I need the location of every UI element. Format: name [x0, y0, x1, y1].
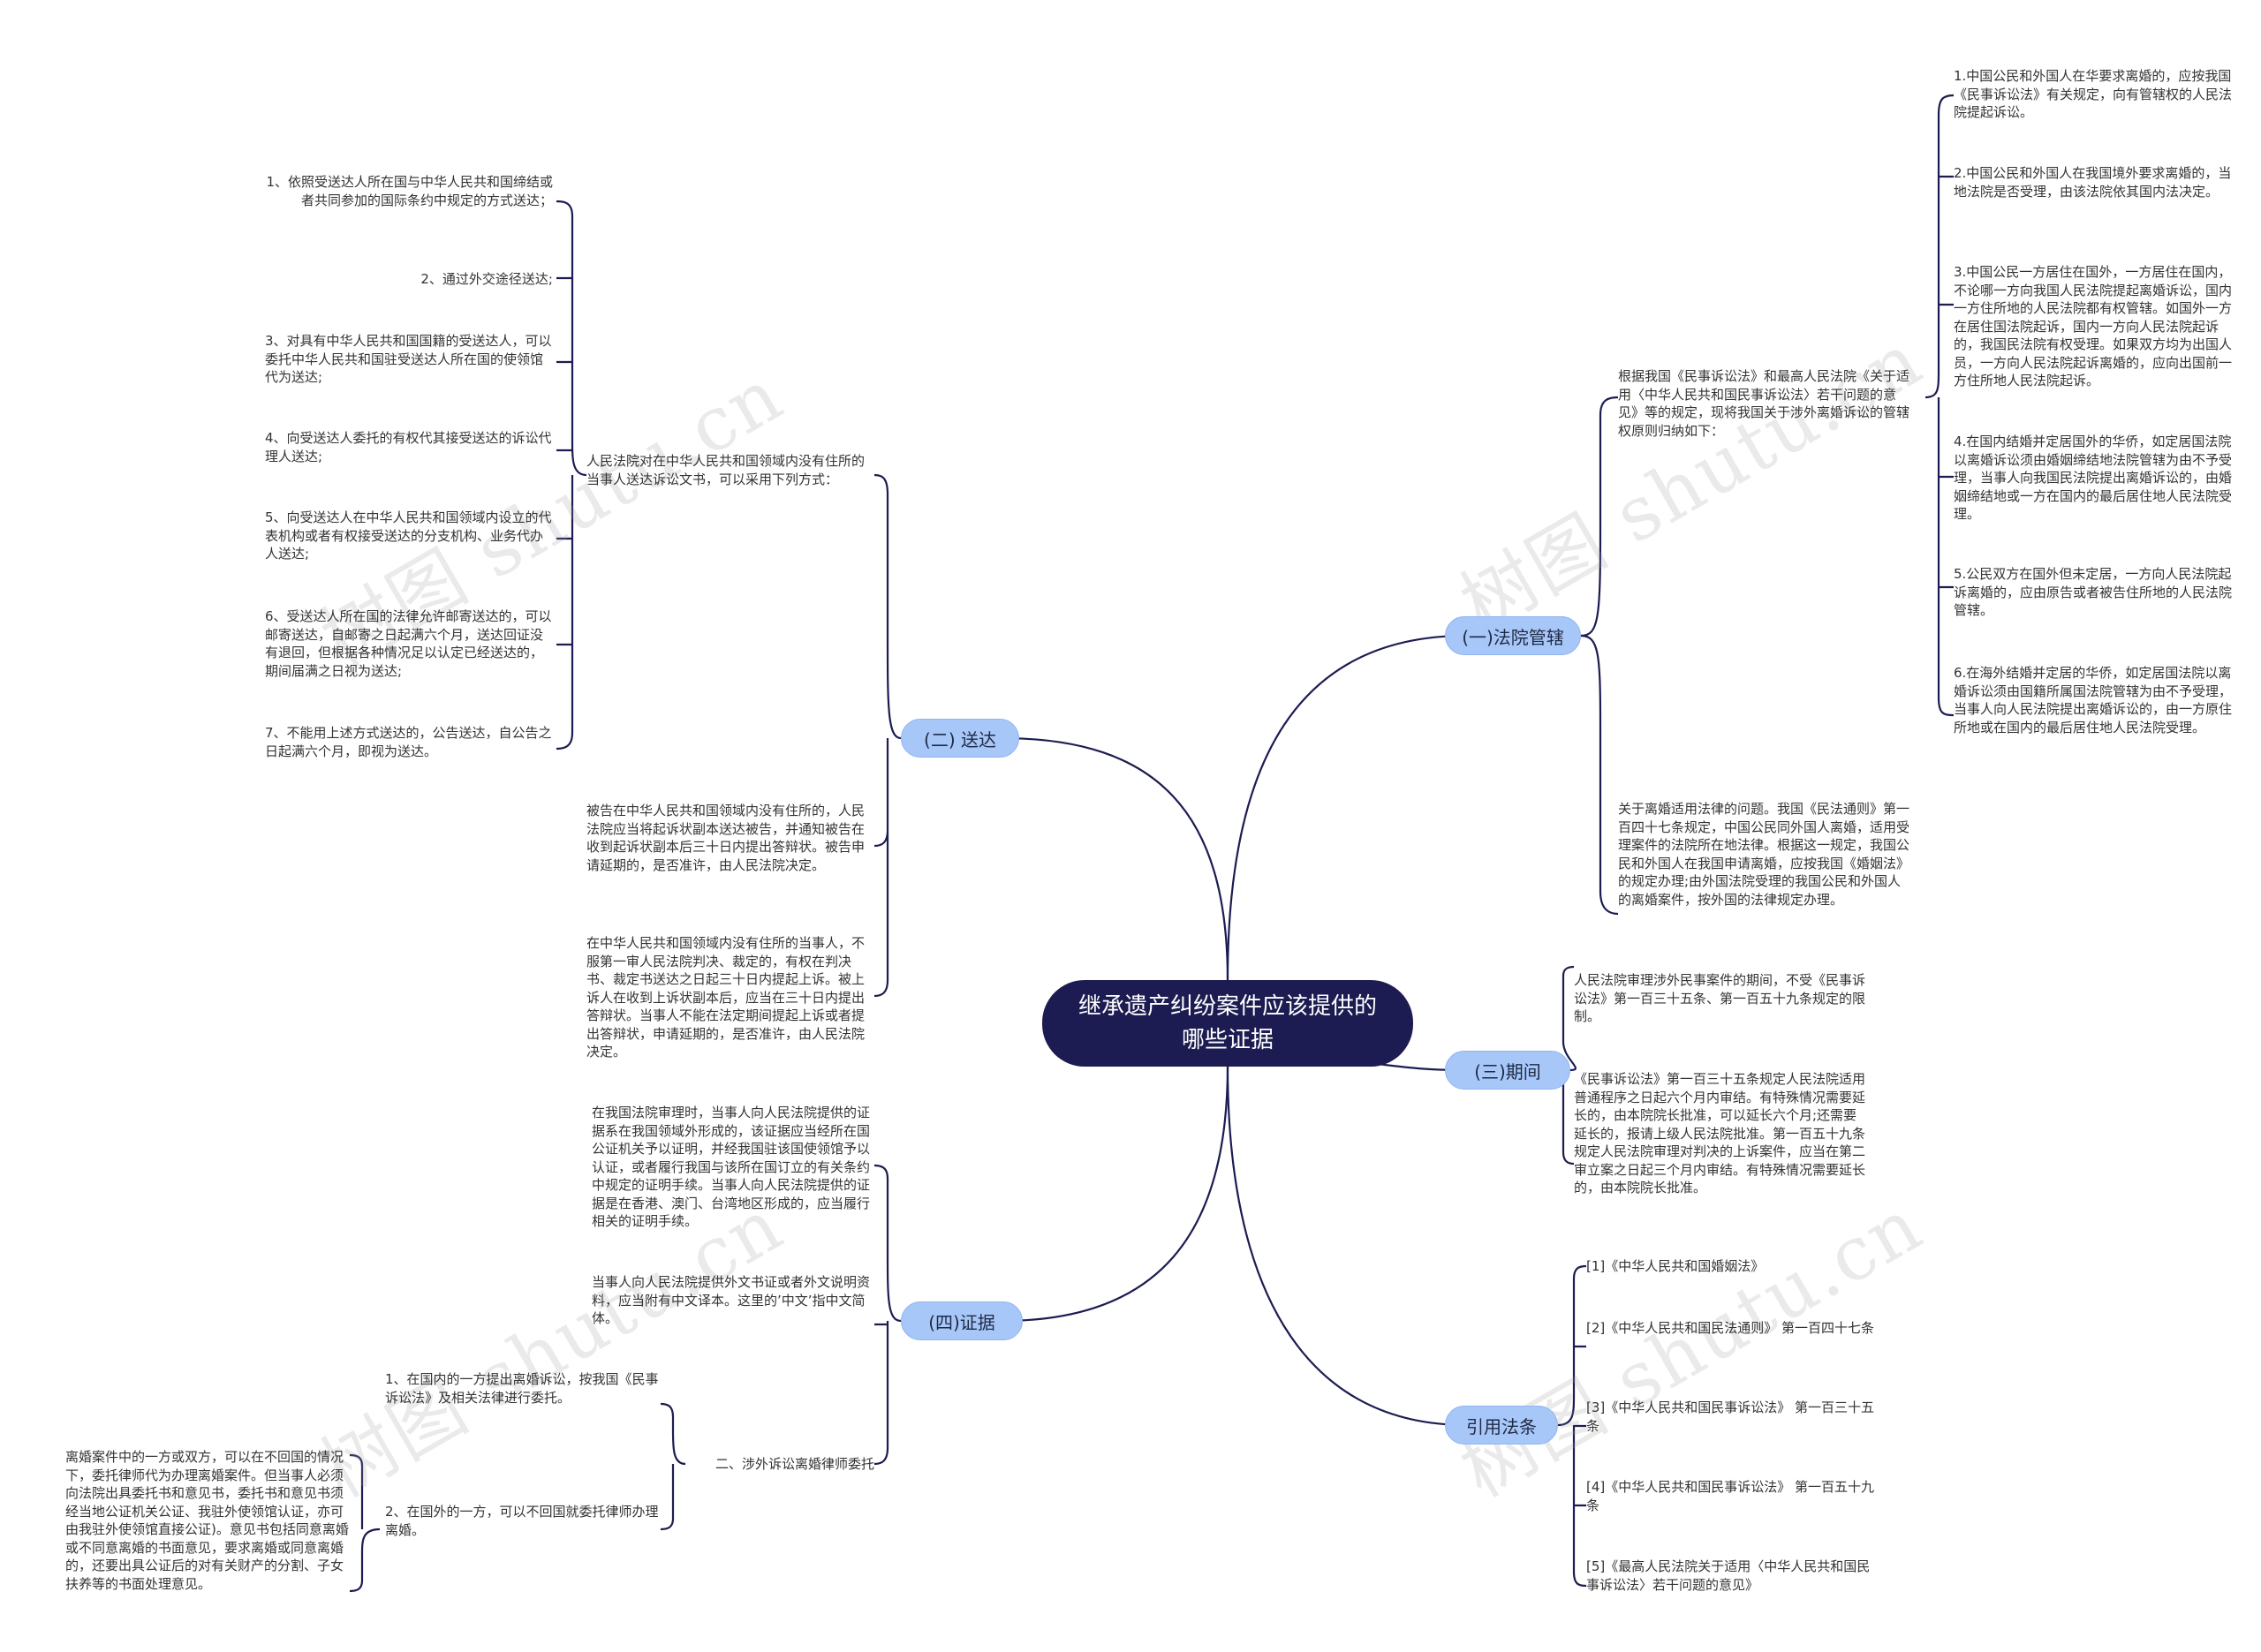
link-root-service	[1002, 736, 1229, 981]
evidence-sub-item: 1、在国内的一方提出离婚诉讼，按我国《民事诉讼法》及相关法律进行委托。	[385, 1371, 659, 1406]
branch-evidence[interactable]: (四)证据	[901, 1301, 1023, 1340]
law-item: [4]《中华人民共和国民事诉讼法》 第一百五十九条	[1586, 1479, 1875, 1513]
bracket-evidence	[873, 1164, 902, 1466]
evidence-item: 在我国法院审理时，当事人向人民法院提供的证据系在我国领域外形成的，该证据应当经所…	[592, 1105, 871, 1229]
service-method: 1、依照受送达人所在国与中华人民共和国缔结或者共同参加的国际条约中规定的方式送达…	[266, 174, 553, 208]
branch-service[interactable]: (二) 送达	[901, 719, 1019, 758]
link-root-evidence	[1002, 1066, 1229, 1323]
bracket-laws	[1557, 1264, 1587, 1588]
jurisdiction-note: 关于离婚适用法律的问题。我国《民法通则》第一百四十七条规定，中国公民同外国人离婚…	[1618, 801, 1910, 908]
link-root-jurisdiction	[1226, 634, 1467, 981]
law-item: [3]《中华人民共和国民事诉讼法》 第一百三十五条	[1586, 1399, 1875, 1434]
branch-jurisdiction[interactable]: (一)法院管辖	[1445, 616, 1581, 655]
branch-laws[interactable]: 引用法条	[1445, 1406, 1558, 1445]
jurisdiction-item: 4.在国内结婚并定居国外的华侨，如定居国法院以离婚诉讼须由婚姻缔结地法院管辖为由…	[1954, 434, 2233, 522]
link-root-laws	[1226, 1066, 1467, 1427]
service-method: 2、通过外交途径送达;	[420, 271, 553, 287]
bracket-evidence-sub	[660, 1402, 686, 1531]
service-method: 7、不能用上述方式送达的，公告送达，自公告之日起满六个月，即视为送达。	[265, 725, 552, 759]
jurisdiction-item: 3.中国公民一方居住在国外，一方居住在国内，不论哪一方向我国人民法院提起离婚诉讼…	[1954, 264, 2233, 388]
law-item: [2]《中华人民共和国民法通则》 第一百四十七条	[1586, 1320, 1875, 1336]
jurisdiction-intro: 根据我国《民事诉讼法》和最高人民法院《关于适用〈中华人民共和国民事诉讼法〉若干问…	[1618, 368, 1910, 439]
root-topic[interactable]: 继承遗产纠纷案件应该提供的哪些证据	[1042, 980, 1413, 1067]
evidence-sub-item: 2、在国外的一方，可以不回国就委托律师办理离婚。	[385, 1504, 659, 1538]
law-item: [1]《中华人民共和国婚姻法》	[1586, 1258, 1765, 1274]
bracket-evidence-sub-detail	[349, 1453, 381, 1593]
bracket-jurisdiction-items	[1924, 94, 1955, 717]
link-jurisdiction-intro	[1580, 396, 1619, 637]
service-method: 6、受送达人所在国的法律允许邮寄送达的，可以邮寄送达，自邮寄之日起满六个月，送达…	[265, 608, 552, 679]
jurisdiction-item: 6.在海外结婚并定居的华侨，如定居国法院以离婚诉讼须由国籍所属国法院管辖为由不予…	[1954, 665, 2233, 735]
evidence-sub-label: 二、涉外诉讼离婚律师委托	[715, 1456, 874, 1472]
link-period-items	[1562, 965, 1577, 1165]
evidence-item: 当事人向人民法院提供外文书证或者外文说明资料，应当附有中文译本。这里的’中文’指…	[592, 1274, 871, 1326]
service-method: 5、向受送达人在中华人民共和国领域内设立的代表机构或者有权接受送达的分支机构、业…	[265, 509, 552, 562]
jurisdiction-item: 5.公民双方在国外但未定居，一方向人民法院起诉离婚的，应由原告或者被告住所地的人…	[1954, 566, 2233, 618]
jurisdiction-item: 2.中国公民和外国人在我国境外要求离婚的，当地法院是否受理，由该法院依其国内法决…	[1954, 165, 2232, 200]
evidence-sub-detail: 离婚案件中的一方或双方，可以在不回国的情况下，委托律师代为办理离婚案件。但当事人…	[65, 1449, 349, 1592]
period-item: 人民法院审理涉外民事案件的期间，不受《民事诉讼法》第一百三十五条、第一百五十九条…	[1574, 972, 1866, 1024]
bracket-service-methods	[556, 200, 587, 751]
period-item: 《民事诉讼法》第一百三十五条规定人民法院适用普通程序之日起六个月内审结。有特殊情…	[1574, 1071, 1866, 1196]
branch-period[interactable]: (三)期间	[1445, 1051, 1570, 1090]
bracket-service	[873, 473, 902, 998]
service-note: 被告在中华人民共和国领域内没有住所的，人民法院应当将起诉状副本送达被告，并通知被…	[586, 803, 866, 873]
service-intro: 人民法院对在中华人民共和国领域内没有住所的当事人送达诉讼文书，可以采用下列方式：	[586, 453, 866, 487]
jurisdiction-item: 1.中国公民和外国人在华要求离婚的，应按我国《民事诉讼法》有关规定，向有管辖权的…	[1954, 68, 2233, 120]
service-note: 在中华人民共和国领域内没有住所的当事人，不服第一审人民法院判决、裁定的，有权在判…	[586, 935, 866, 1060]
law-item: [5]《最高人民法院关于适用〈中华人民共和国民事诉讼法〉若干问题的意见》	[1586, 1558, 1871, 1593]
service-method: 3、对具有中华人民共和国国籍的受送达人，可以委托中华人民共和国驻受送达人所在国的…	[265, 333, 552, 385]
service-method: 4、向受送达人委托的有权代其接受送达的诉讼代理人送达;	[265, 430, 552, 464]
link-jurisdiction-note	[1580, 634, 1619, 916]
